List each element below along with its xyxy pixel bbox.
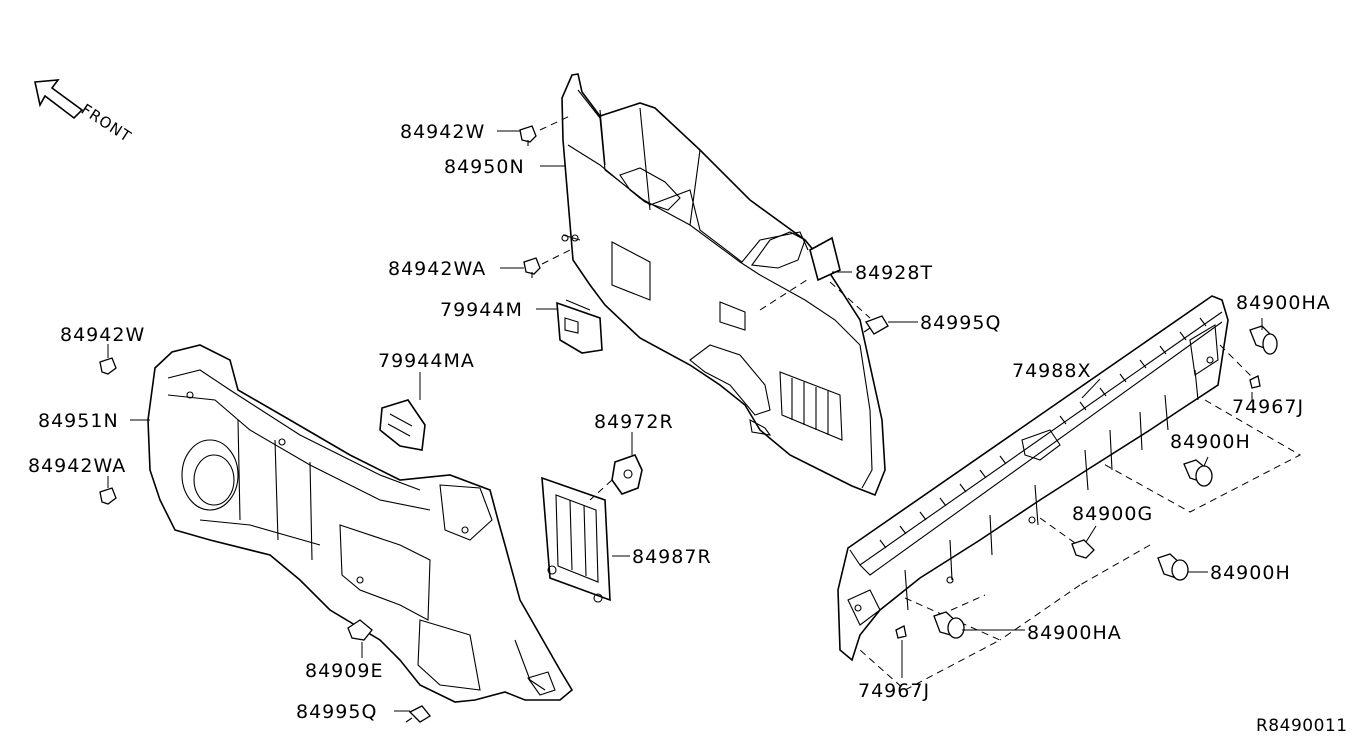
- part-labels: 84942W 84950N 84942WA 79944M 84928T 8499…: [28, 121, 1348, 736]
- label-84995Q-bottom: 84995Q: [296, 701, 377, 723]
- label-79944MA: 79944MA: [378, 350, 475, 372]
- clip-84928T: [809, 236, 841, 282]
- label-84951N: 84951N: [38, 410, 119, 432]
- label-84900H-upper: 84900H: [1170, 431, 1251, 453]
- assembly-line-7: [539, 114, 573, 265]
- assembly-line-2: [1039, 517, 1151, 586]
- label-84995Q-top: 84995Q: [920, 312, 1001, 334]
- label-74967J-bottom: 74967J: [858, 680, 930, 702]
- plate-84987R: [541, 476, 611, 603]
- label-84987R: 84987R: [632, 546, 712, 568]
- assembly-line-1: [1099, 399, 1302, 513]
- label-84900H-lower: 84900H: [1210, 562, 1291, 584]
- leader-lines: [107, 130, 1263, 712]
- clip-84900H-lower-icon: [1157, 553, 1189, 581]
- label-84909E: 84909E: [305, 660, 383, 682]
- label-84942WA-left: 84942WA: [28, 455, 126, 477]
- assembly-line-8: [589, 479, 613, 501]
- grommet-74967J-bottom-icon: [895, 625, 907, 639]
- assembly-line-6: [759, 277, 871, 319]
- label-84900HA-top: 84900HA: [1236, 292, 1331, 314]
- label-84942WA-top: 84942WA: [388, 258, 486, 280]
- label-74967J-right: 74967J: [1232, 396, 1304, 418]
- label-84972R: 84972R: [594, 411, 674, 433]
- front-arrow-icon: [34, 79, 84, 120]
- front-label: FRONT: [78, 100, 135, 146]
- label-79944M: 79944M: [440, 299, 523, 321]
- clip-84900H-upper-icon: [1183, 459, 1213, 487]
- label-84928T: 84928T: [855, 262, 933, 284]
- rear-side-trim-upper: [561, 73, 886, 497]
- clip-84942WA-left-icon: [99, 487, 117, 505]
- clip-84900G-icon: [1071, 539, 1095, 559]
- label-84900G: 84900G: [1072, 503, 1153, 525]
- rear-bumper-finisher: [837, 295, 1229, 662]
- panel-79944M: [556, 301, 603, 354]
- assembly-line-3: [859, 597, 1002, 691]
- assembly-line-4: [939, 584, 1081, 641]
- label-74988X: 74988X: [1012, 360, 1091, 382]
- clip-84942W-left-icon: [99, 357, 117, 375]
- grommet-74967J-right-icon: [1249, 375, 1261, 389]
- label-84950N: 84950N: [444, 156, 525, 178]
- clip-84942W-upper-icon: [519, 125, 537, 146]
- clip-84942WA-upper-icon: [523, 257, 541, 278]
- clip-84900HA-lower-icon: [933, 611, 965, 639]
- bracket-84972R: [611, 454, 643, 495]
- panel-79944MA: [379, 399, 426, 451]
- clip-84900HA-upper-icon: [1249, 325, 1278, 355]
- label-84942W-top: 84942W: [400, 121, 485, 143]
- clip-84995Q-upper-icon: [863, 315, 889, 335]
- clip-84909E-icon: [347, 619, 373, 641]
- reference-code: R8490011: [1256, 716, 1348, 736]
- clip-84995Q-lower-icon: [405, 705, 431, 723]
- label-84900HA-bottom: 84900HA: [1027, 622, 1122, 644]
- label-84942W-left: 84942W: [60, 324, 145, 346]
- assembly-line-5: [1219, 344, 1256, 381]
- rear-side-trim-lower: [147, 344, 574, 703]
